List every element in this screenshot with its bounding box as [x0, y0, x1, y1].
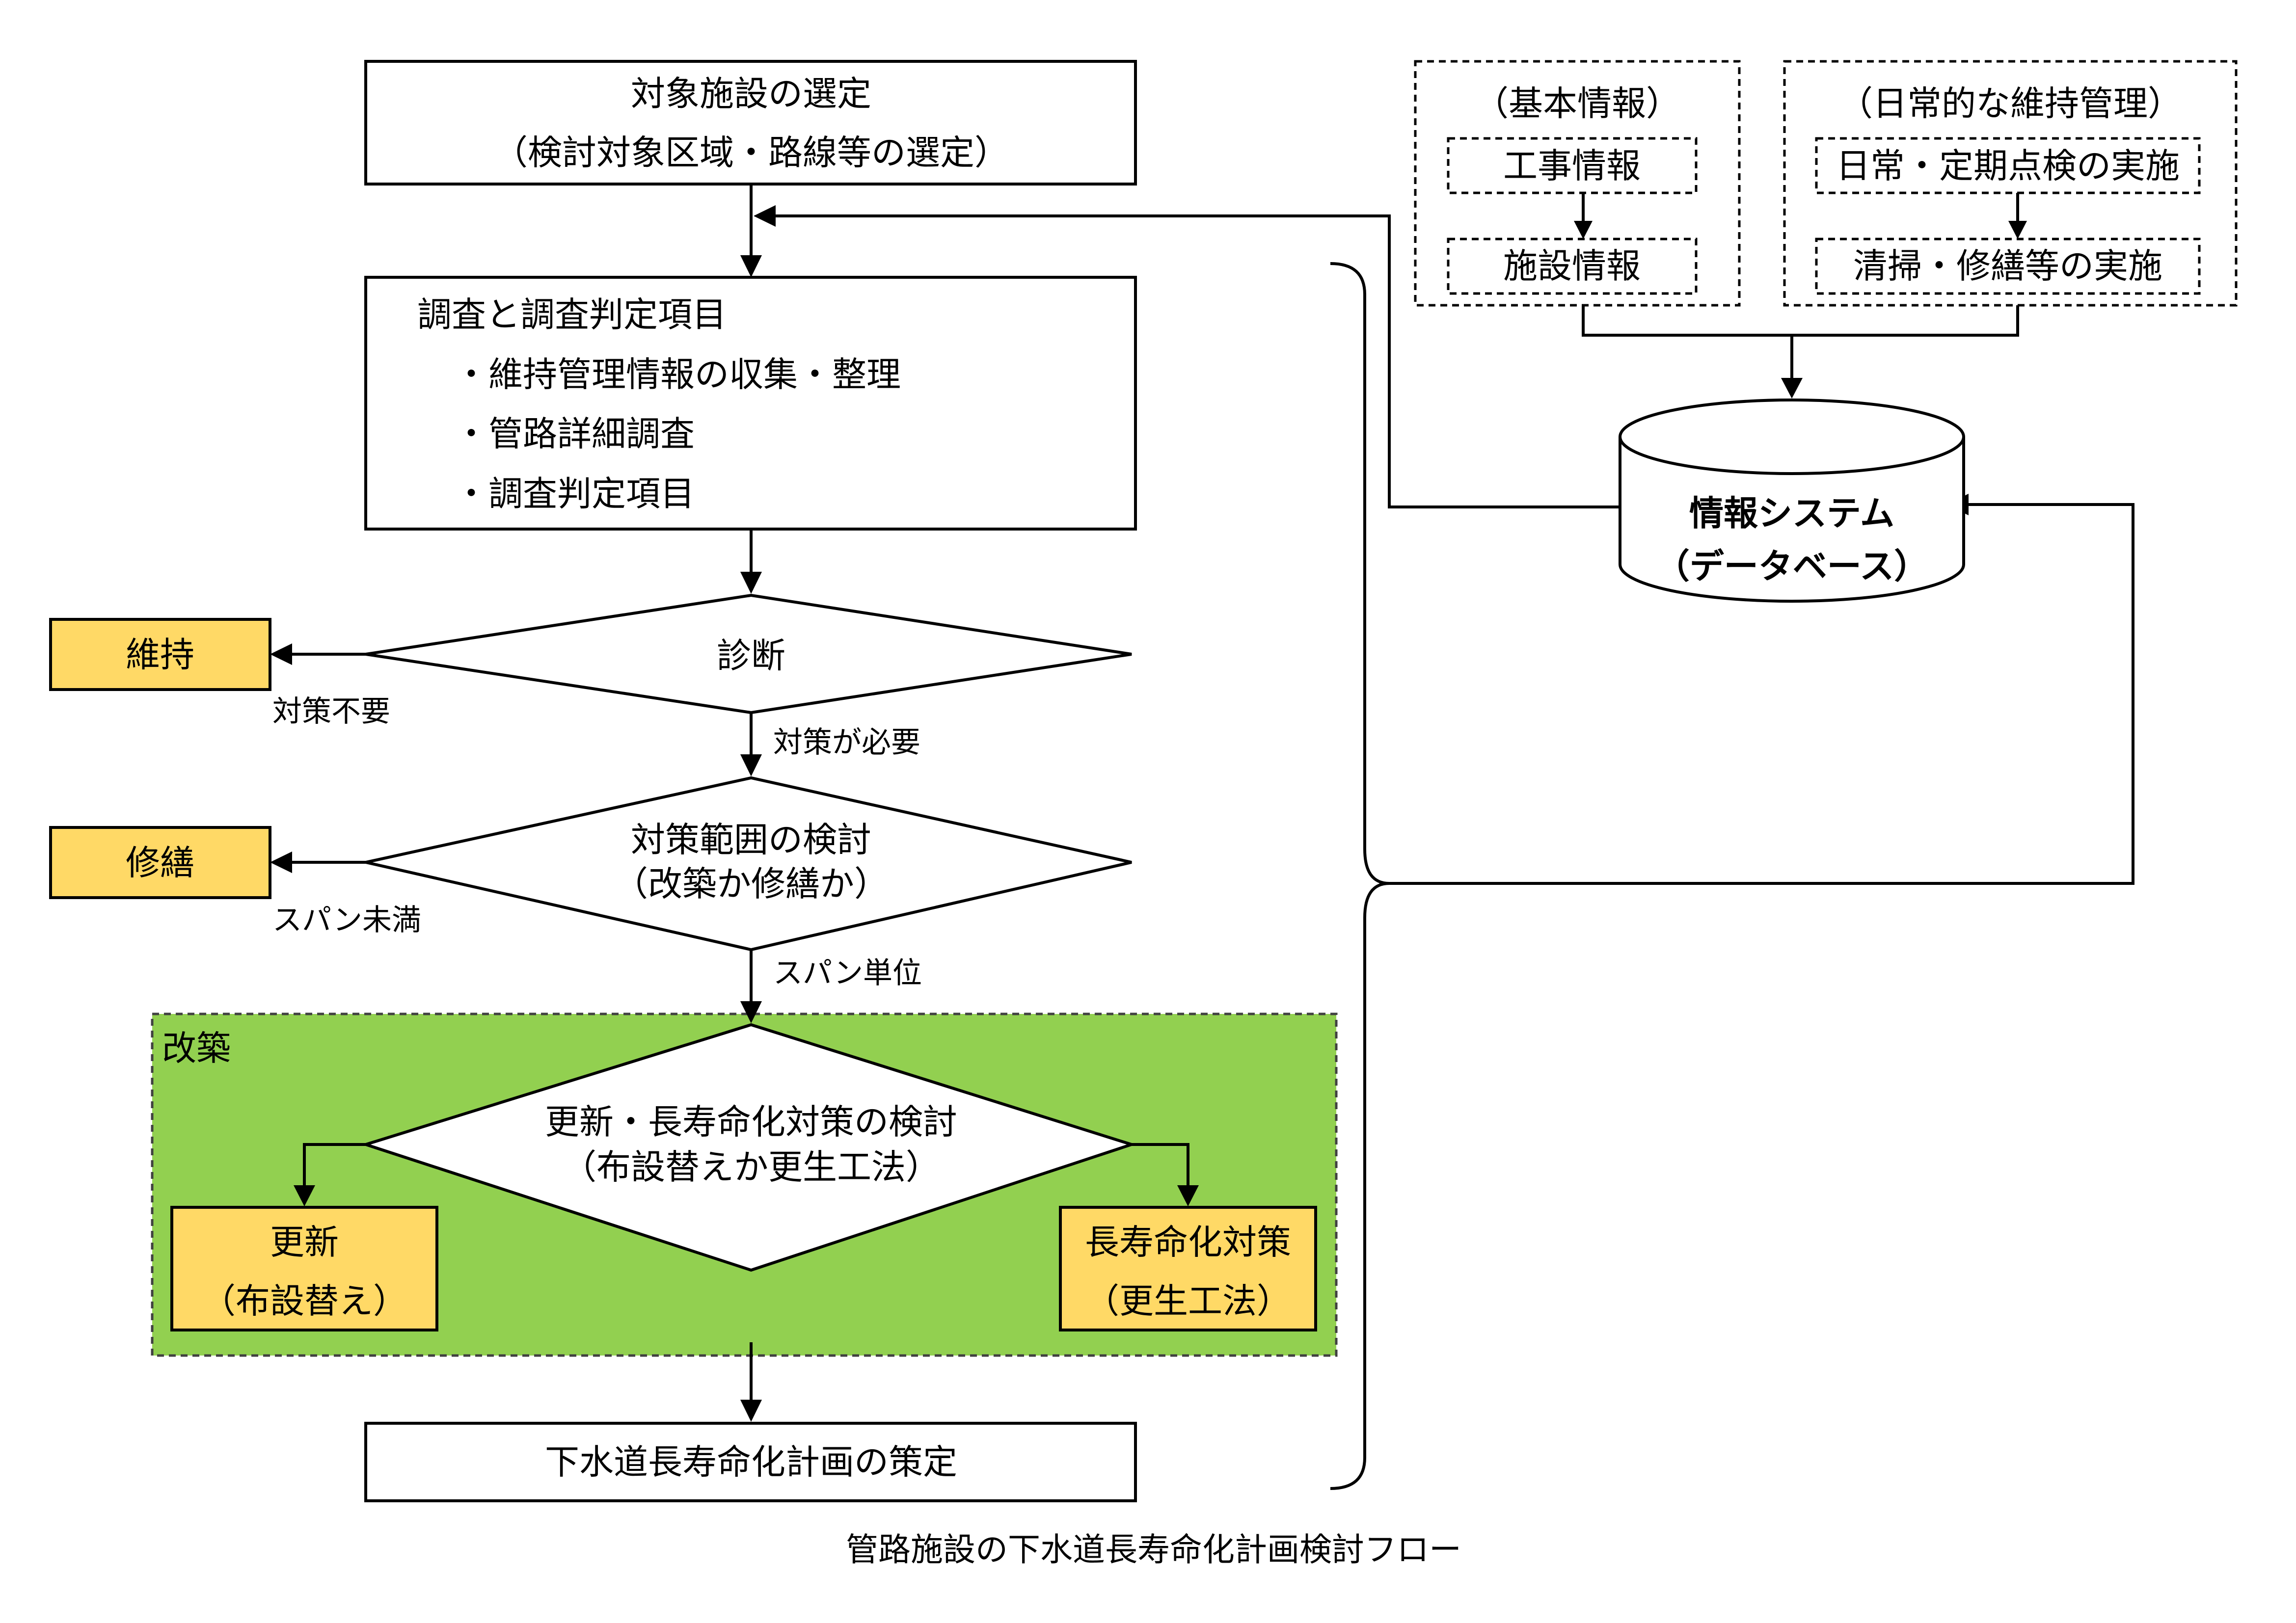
scope-line1: 対策範囲の検討 [631, 820, 871, 860]
final-plan-label: 下水道長寿命化計画の策定 [545, 1442, 957, 1482]
process-brace [1330, 262, 1390, 1490]
scope-diamond [365, 776, 1132, 952]
arrow-renewal-to-extend [1127, 1143, 1189, 1188]
renew-line1: 更新 [270, 1222, 339, 1262]
select-facility-title: 対象施設の選定 [631, 74, 871, 114]
database-line2: （データベース） [1655, 546, 1929, 586]
database-cylinder-rim [1619, 436, 1965, 475]
survey-item: ・維持管理情報の収集・整理 [454, 354, 901, 395]
arrowhead-info [1781, 378, 1803, 399]
edge-label-action-needed: 対策が必要 [773, 725, 920, 760]
select-facility-box [364, 60, 1137, 186]
renew-box [170, 1206, 438, 1331]
cleaning-repair-label: 清掃・修繕等の実施 [1853, 246, 2162, 286]
arrowhead-renewal [740, 1001, 762, 1023]
arrowhead-db-feedback [754, 205, 776, 227]
edge-label-no-action: 対策不要 [272, 694, 390, 729]
extend-line1: 長寿命化対策 [1085, 1222, 1291, 1262]
inspection-box [1815, 137, 2201, 194]
database-line1: 情報システム [1689, 493, 1894, 533]
facility-info-box [1447, 238, 1698, 295]
construction-info-label: 工事情報 [1503, 146, 1641, 186]
select-facility-sub: （検討対象区域・路線等の選定） [493, 133, 1009, 173]
arrow-process-to-database [1379, 503, 2134, 885]
maintain-label: 維持 [126, 635, 194, 675]
daily-maintenance-group [1783, 60, 2238, 307]
renewal-check-line2: （布設替えか更生工法） [562, 1147, 940, 1187]
cleaning-repair-box [1815, 238, 2201, 295]
renewal-check-line1: 更新・長寿命化対策の検討 [545, 1102, 957, 1142]
facility-info-label: 施設情報 [1503, 246, 1641, 286]
diagnosis-label: 診断 [717, 636, 785, 676]
arrow-database-to-survey [773, 214, 1620, 508]
diagnosis-diamond [365, 593, 1132, 715]
survey-box [364, 276, 1137, 531]
arrowhead-scope [740, 754, 762, 776]
extend-box [1059, 1206, 1317, 1331]
repair-box [49, 826, 271, 899]
connector-info-sources [1582, 305, 2019, 337]
survey-title: 調査と調査判定項目 [417, 294, 727, 335]
construction-info-box [1447, 137, 1698, 194]
basic-info-group [1414, 60, 1741, 307]
repair-label: 修繕 [126, 843, 194, 883]
maintain-box [49, 618, 271, 691]
inspection-label: 日常・定期点検の実施 [1836, 146, 2180, 186]
survey-item: ・調査判定項目 [454, 474, 695, 514]
arrowhead-repair [270, 851, 292, 873]
arrowhead-survey [740, 255, 762, 277]
daily-maintenance-title: （日常的な維持管理） [1838, 83, 2182, 124]
basic-info-title: （基本情報） [1474, 83, 1680, 124]
final-plan-box [364, 1422, 1137, 1502]
figure-caption: 管路施設の下水道長寿命化計画検討フロー [846, 1531, 1461, 1569]
scope-line2: （改築か修繕か） [614, 864, 889, 904]
arrowhead-facility [1574, 221, 1593, 239]
database-cylinder [1619, 399, 1965, 603]
arrowhead-cleaning [2008, 221, 2027, 239]
renewal-region-label: 改築 [162, 1028, 231, 1068]
renew-line2: （布設替え） [201, 1281, 407, 1321]
survey-item: ・管路詳細調査 [454, 414, 695, 454]
edge-label-under-span: スパン未満 [272, 903, 421, 937]
edge-label-span-unit: スパン単位 [773, 956, 922, 990]
arrow-renewal-to-renew [303, 1143, 366, 1188]
arrowhead-extend [1177, 1185, 1199, 1206]
extend-line2: （更生工法） [1085, 1281, 1291, 1321]
arrowhead-diagnosis [740, 572, 762, 594]
arrowhead-final [740, 1400, 762, 1422]
renewal-check-diamond [361, 1023, 1136, 1272]
arrowhead-maintain [270, 643, 292, 665]
arrowhead-renew [294, 1185, 315, 1206]
